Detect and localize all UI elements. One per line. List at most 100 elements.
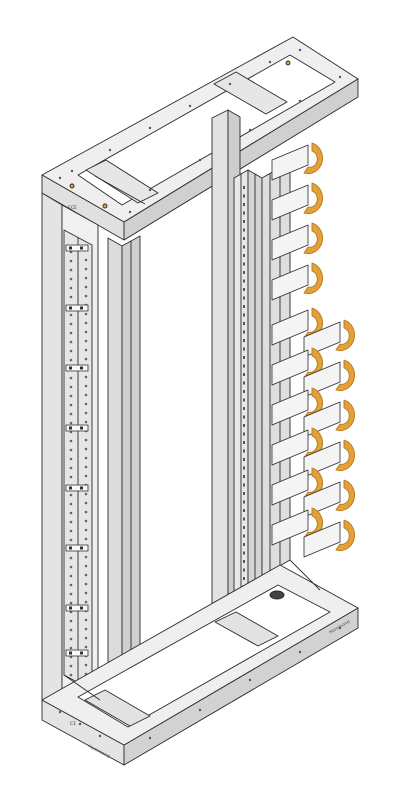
mounting-hole	[84, 321, 88, 325]
bracket-slot	[80, 306, 83, 310]
channel-slot	[243, 271, 245, 274]
channel-slot	[243, 517, 245, 521]
mounting-hole	[69, 619, 73, 623]
base-frame	[41, 559, 359, 766]
channel-slot	[243, 220, 245, 223]
mounting-hole	[84, 555, 88, 559]
channel-slot	[243, 551, 245, 555]
mounting-hole	[69, 637, 73, 641]
channel-slot	[243, 228, 245, 232]
mounting-hole	[69, 277, 73, 281]
rail-bracket	[65, 484, 89, 492]
bracket-slot	[69, 546, 72, 550]
channel-slot	[243, 526, 245, 529]
mounting-hole	[84, 528, 88, 532]
channel-slot	[243, 568, 245, 572]
mounting-hole	[69, 646, 73, 650]
mounting-hole	[84, 618, 88, 622]
mounting-hole	[69, 556, 73, 560]
left-rail-brackets	[65, 244, 89, 657]
mounting-hole	[69, 601, 73, 605]
channel-slot	[243, 560, 245, 563]
rail-bracket	[65, 304, 89, 312]
mounting-hole	[84, 348, 88, 352]
channel-slot	[243, 245, 245, 249]
bracket-slot	[80, 606, 83, 610]
mounting-hole	[69, 286, 73, 290]
spool-flange	[335, 439, 355, 472]
channel-slot	[243, 186, 245, 189]
bracket-slot	[69, 486, 72, 490]
bracket-slot	[69, 651, 72, 655]
channel-slot	[243, 441, 245, 444]
channel-slot	[243, 500, 245, 504]
mounting-hole	[84, 375, 88, 379]
mounting-hole	[69, 493, 73, 497]
channel-slot	[243, 203, 245, 206]
mounting-hole	[84, 456, 88, 460]
mounting-hole	[69, 412, 73, 416]
rail-bracket	[65, 244, 89, 252]
mounting-hole	[69, 538, 73, 542]
mounting-hole	[84, 645, 88, 649]
mounting-hole	[69, 673, 73, 677]
channel-slot	[243, 458, 245, 461]
spool-body	[271, 144, 309, 181]
bottom-left-label: C1	[70, 721, 76, 727]
channel-slot	[243, 543, 245, 546]
spool-flange	[335, 399, 355, 432]
channel-slot	[243, 364, 245, 368]
bracket-slot	[80, 546, 83, 550]
mounting-hole	[84, 573, 88, 577]
channel-slot	[243, 288, 245, 291]
channel-slot	[243, 577, 245, 580]
mounting-hole	[69, 358, 73, 362]
mounting-hole	[69, 313, 73, 317]
mounting-hole	[84, 492, 88, 496]
channel-slot	[243, 356, 245, 359]
mounting-hole	[69, 583, 73, 587]
bracket-slot	[80, 651, 83, 655]
mounting-hole	[84, 465, 88, 469]
mounting-hole	[69, 322, 73, 326]
mounting-hole	[69, 448, 73, 452]
mounting-hole	[69, 394, 73, 398]
mounting-hole	[69, 403, 73, 407]
channel-slot	[243, 475, 245, 478]
mounting-hole	[84, 627, 88, 631]
mounting-hole	[84, 600, 88, 604]
cable-management-spools	[271, 142, 355, 558]
mounting-hole	[69, 295, 73, 299]
mounting-hole	[69, 511, 73, 515]
left-front-post	[41, 192, 99, 731]
mounting-hole	[84, 636, 88, 640]
channel-slot	[243, 279, 245, 283]
channel-slot	[243, 254, 245, 257]
channel-slot	[243, 262, 245, 266]
channel-slot	[243, 339, 245, 342]
double-spool	[271, 507, 355, 558]
mounting-hole	[84, 330, 88, 334]
bracket-slot	[80, 486, 83, 490]
rail-bracket	[65, 424, 89, 432]
mounting-hole	[84, 501, 88, 505]
mounting-hole	[84, 582, 88, 586]
top-frame	[41, 36, 359, 241]
mounting-hole	[69, 349, 73, 353]
channel-slot	[243, 211, 245, 215]
mounting-hole	[69, 466, 73, 470]
spool-body	[271, 309, 309, 346]
bracket-slot	[69, 366, 72, 370]
spool-body	[271, 429, 309, 466]
mounting-hole	[69, 439, 73, 443]
mounting-hole	[84, 312, 88, 316]
spool-flange	[303, 262, 323, 295]
mounting-hole	[69, 421, 73, 425]
mounting-hole	[84, 447, 88, 451]
bracket-slot	[69, 306, 72, 310]
spool-flange	[303, 182, 323, 215]
mounting-hole	[84, 384, 88, 388]
bracket-slot	[80, 366, 83, 370]
channel-slot	[243, 322, 245, 325]
